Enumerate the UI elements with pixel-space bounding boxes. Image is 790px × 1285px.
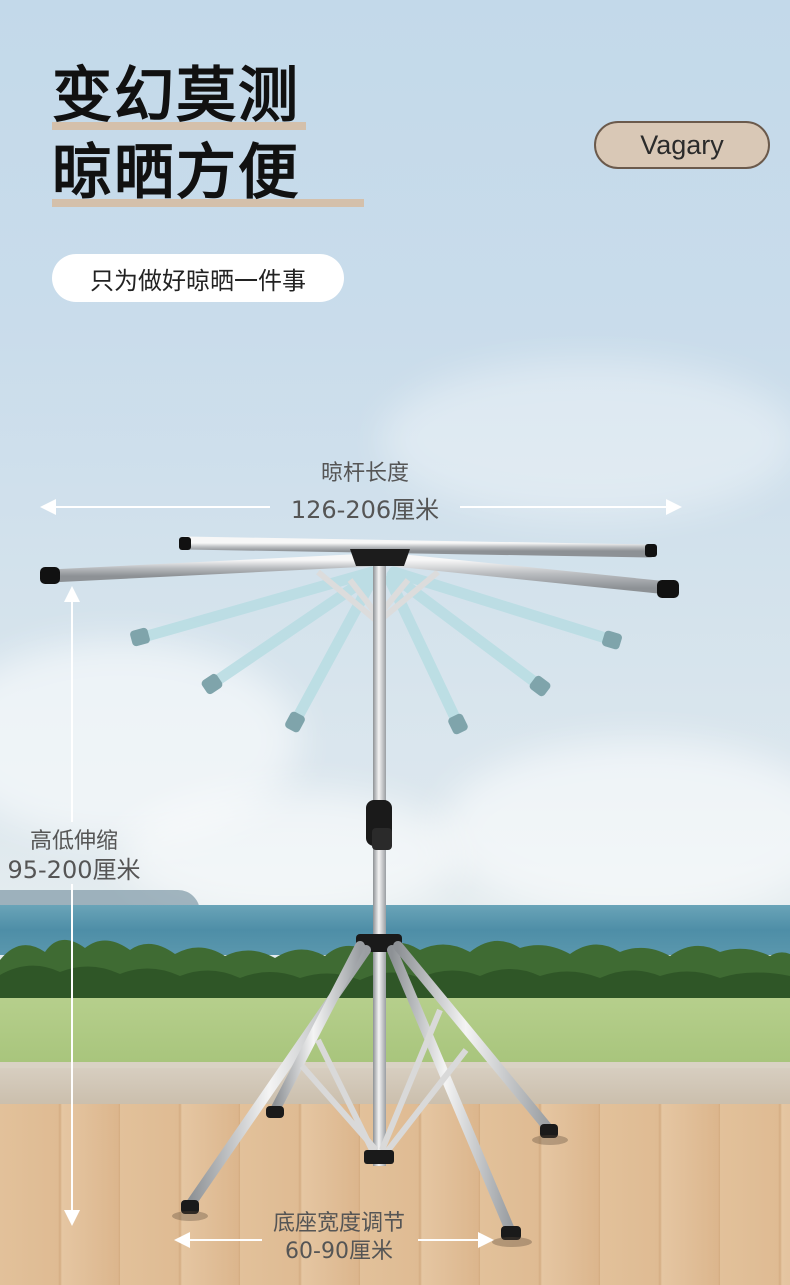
base-width-spec: 底座宽度调节 60-90厘米	[250, 1210, 428, 1266]
title-underline	[52, 199, 364, 207]
base-width-label: 底座宽度调节	[272, 1211, 405, 1236]
cloud	[440, 740, 790, 920]
shrub-line	[0, 939, 790, 1005]
tagline: 只为做好晾晒一件事	[52, 254, 344, 302]
base-width-value: 60-90厘米	[285, 1239, 393, 1264]
rod-length-value: 126-206厘米	[290, 496, 440, 524]
title-underline	[52, 122, 306, 130]
headline-line-2: 晾晒方便	[52, 138, 300, 208]
lawn-edge	[0, 1062, 790, 1070]
cloud	[380, 360, 790, 520]
low-wall	[0, 1068, 790, 1104]
wooden-deck	[0, 1104, 790, 1285]
lawn	[0, 998, 790, 1068]
height-value: 95-200厘米	[7, 856, 141, 884]
brand-badge: Vagary	[594, 121, 770, 169]
rod-length-spec: 晾杆长度 126-206厘米	[240, 460, 490, 524]
rod-length-label: 晾杆长度	[320, 461, 409, 486]
height-spec: 高低伸缩 95-200厘米	[4, 828, 144, 884]
height-label: 高低伸缩	[29, 829, 118, 854]
headline-line-1: 变幻莫测	[52, 61, 300, 131]
